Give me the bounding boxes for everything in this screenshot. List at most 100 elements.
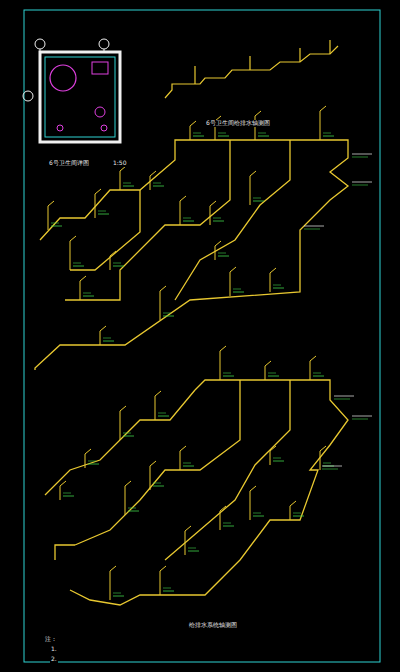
- pipe-stroke: [51, 226, 62, 227]
- pipe-stroke: [233, 289, 241, 290]
- pipe-stroke: [180, 451, 181, 470]
- pipe-stroke: [123, 436, 134, 437]
- pipe-stroke: [163, 313, 171, 314]
- pipe-stroke: [273, 285, 281, 286]
- pipe-stroke: [70, 236, 76, 241]
- pipe-stroke: [213, 218, 221, 219]
- pipe-stroke: [304, 229, 320, 230]
- pipe-stroke: [304, 226, 324, 227]
- pipe-stroke: [255, 111, 261, 116]
- pipe-stroke: [193, 136, 204, 137]
- pipe-stroke: [334, 399, 350, 400]
- pipe-stroke: [268, 373, 276, 374]
- pipe-stroke: [270, 268, 276, 273]
- pipe-stroke: [210, 206, 211, 225]
- pipe-stroke: [153, 486, 164, 487]
- pipe-stroke: [120, 171, 121, 190]
- pipe-stroke: [352, 185, 368, 186]
- pipe-stroke: [95, 189, 101, 194]
- pipe-stroke: [110, 256, 111, 270]
- pipe-stroke: [83, 296, 94, 297]
- pipe-stroke: [218, 253, 226, 254]
- pipe-stroke: [290, 501, 296, 506]
- pipe-stroke: [223, 526, 234, 527]
- pipe-stroke: [73, 266, 84, 267]
- pipe-stroke: [95, 194, 96, 218]
- pipe-stroke: [270, 273, 271, 292]
- pipe-stroke: [160, 291, 161, 320]
- pipe-stroke: [60, 486, 61, 500]
- pipe-stroke: [70, 241, 71, 270]
- pipe-stroke: [100, 331, 101, 345]
- pipe-stroke: [160, 286, 166, 291]
- pipe-stroke: [323, 133, 331, 134]
- pipe-stroke: [85, 449, 91, 454]
- pipe-stroke: [98, 214, 109, 215]
- pipe-stroke: [180, 201, 181, 225]
- pipe-stroke: [150, 461, 156, 466]
- pipe-stroke: [183, 466, 194, 467]
- pipe-stroke: [258, 136, 269, 137]
- pipe-stroke: [110, 571, 111, 600]
- pipe-stroke: [190, 121, 196, 126]
- upper-pipe-system: [35, 140, 348, 370]
- pipe-stroke: [352, 182, 372, 183]
- pipe-stroke: [113, 266, 124, 267]
- pipe-stroke: [98, 211, 106, 212]
- pipe-stroke: [183, 218, 191, 219]
- pipe-stroke: [83, 293, 91, 294]
- pipe-stroke: [188, 551, 199, 552]
- pipe-stroke: [352, 416, 372, 417]
- pipe-stroke: [265, 361, 271, 366]
- pipe-stroke: [110, 566, 116, 571]
- pipe-stroke: [218, 133, 226, 134]
- pipe-stroke: [230, 267, 236, 272]
- pipe-stroke: [63, 496, 74, 497]
- pipe-stroke: [123, 183, 131, 184]
- pipe-stroke: [155, 396, 156, 420]
- pipe-stroke: [293, 513, 301, 514]
- pipe-stroke: [273, 458, 281, 459]
- pipe-stroke: [320, 106, 326, 111]
- pipe-stroke: [253, 198, 261, 199]
- pipe-stroke: [210, 201, 216, 206]
- pipe-stroke: [334, 396, 354, 397]
- pipe-stroke: [185, 531, 186, 555]
- pipe-stroke: [215, 246, 216, 260]
- pipe-stroke: [113, 263, 121, 264]
- pipe-stroke: [88, 461, 96, 462]
- pipe-stroke: [80, 276, 86, 281]
- pipe-stroke: [128, 511, 139, 512]
- pipe-stroke: [253, 516, 264, 517]
- pipe-stroke: [60, 481, 66, 486]
- pipe-stroke: [100, 326, 106, 331]
- drawing-label: 6号卫生间给排水轴测图: [205, 120, 271, 127]
- pipe-stroke: [185, 526, 191, 531]
- pipe-stroke: [160, 566, 166, 571]
- drawing-label: 2.: [50, 656, 58, 663]
- pipe-stroke: [352, 154, 372, 155]
- pipe-stroke: [310, 361, 311, 380]
- pipe-stroke: [223, 376, 234, 377]
- drawing-label: 1:50: [112, 160, 127, 167]
- pipe-stroke: [48, 201, 54, 206]
- drawing-label: 1.: [50, 646, 58, 653]
- pipe-stroke: [265, 366, 266, 380]
- pipe-stroke: [73, 263, 81, 264]
- pipe-stroke: [190, 126, 191, 140]
- pipe-stroke: [320, 446, 326, 451]
- pipe-stroke: [268, 376, 279, 377]
- pipe-stroke: [218, 256, 229, 257]
- pipe-stroke: [110, 251, 116, 256]
- pipe-stroke: [320, 111, 321, 140]
- pipe-stroke: [51, 223, 59, 224]
- pipe-stroke: [120, 166, 126, 171]
- pipe-stroke: [188, 548, 196, 549]
- pipe-stroke: [250, 491, 251, 520]
- pipe-stroke: [313, 373, 321, 374]
- pipe-stroke: [323, 463, 331, 464]
- pipe-stroke: [220, 511, 221, 530]
- bathroom-pipe-isometric: [165, 40, 338, 98]
- pipe-stroke: [123, 433, 131, 434]
